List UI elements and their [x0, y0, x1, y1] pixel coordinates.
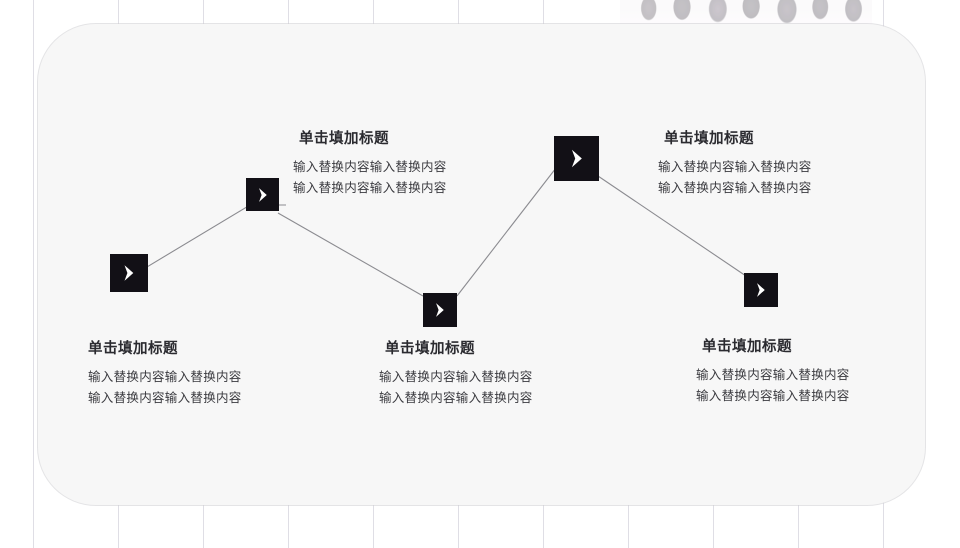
node-1-text: 单击填加标题 输入替换内容输入替换内容 输入替换内容输入替换内容 — [88, 337, 242, 409]
node-5-line-1: 输入替换内容输入替换内容 — [696, 368, 850, 382]
berries-photo-texture — [620, 0, 872, 26]
berries-photo-content — [620, 0, 872, 26]
node-5-text: 单击填加标题 输入替换内容输入替换内容 输入替换内容输入替换内容 — [696, 335, 850, 407]
berries-photo — [620, 0, 872, 26]
node-2-line-1: 输入替换内容输入替换内容 — [293, 160, 447, 174]
node-4-text: 单击填加标题 输入替换内容输入替换内容 输入替换内容输入替换内容 — [658, 127, 812, 199]
node-4-title: 单击填加标题 — [664, 131, 754, 147]
node-5-line-2: 输入替换内容输入替换内容 — [696, 389, 850, 403]
node-5-chevron-icon[interactable] — [744, 273, 778, 307]
node-3-chevron-icon[interactable] — [423, 293, 457, 327]
node-4-line-1: 输入替换内容输入替换内容 — [658, 160, 812, 174]
node-4-line-2: 输入替换内容输入替换内容 — [658, 181, 812, 195]
node-1-line-2: 输入替换内容输入替换内容 — [88, 391, 242, 405]
node-2-chevron-icon[interactable] — [246, 178, 279, 211]
node-1-title: 单击填加标题 — [88, 341, 178, 357]
node-4-chevron-icon[interactable] — [554, 136, 599, 181]
node-2-title: 单击填加标题 — [299, 131, 389, 147]
node-3-line-1: 输入替换内容输入替换内容 — [379, 370, 533, 384]
node-3-text: 单击填加标题 输入替换内容输入替换内容 输入替换内容输入替换内容 — [379, 337, 533, 409]
node-3-title: 单击填加标题 — [385, 341, 475, 357]
node-3-line-2: 输入替换内容输入替换内容 — [379, 391, 533, 405]
node-5-title: 单击填加标题 — [702, 339, 792, 355]
node-2-text: 单击填加标题 输入替换内容输入替换内容 输入替换内容输入替换内容 — [293, 127, 447, 199]
node-1-chevron-icon[interactable] — [110, 254, 148, 292]
node-1-line-1: 输入替换内容输入替换内容 — [88, 370, 242, 384]
node-2-line-2: 输入替换内容输入替换内容 — [293, 181, 447, 195]
content-card — [38, 24, 925, 505]
